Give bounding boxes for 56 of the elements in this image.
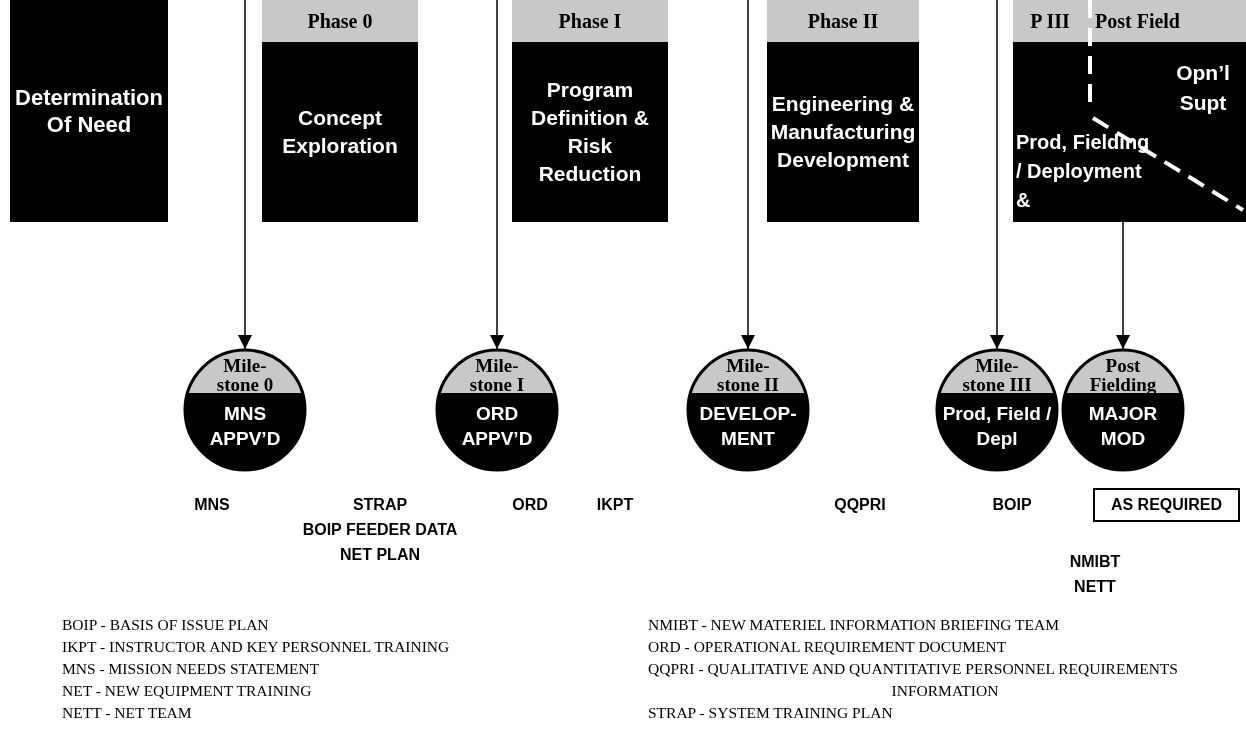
milestone-circle — [686, 348, 810, 472]
milestone-label: ORD APPV’D — [460, 402, 534, 451]
abbreviation-label: NET PLAN — [340, 546, 420, 564]
arrow — [238, 0, 252, 350]
glossary-entry: ORD - OPERATIONAL REQUIREMENT DOCUMENT — [648, 637, 1008, 657]
abbreviation-label: NETT — [1074, 578, 1116, 596]
glossary-entry: MNS - MISSION NEEDS STATEMENT — [62, 659, 320, 679]
note-label: AS REQUIRED — [1109, 495, 1224, 515]
abbreviation-label: STRAP — [352, 496, 408, 514]
arrow — [990, 0, 1004, 350]
glossary-entry: STRAP - SYSTEM TRAINING PLAN — [648, 703, 894, 723]
milestone-title: Post Fielding — [1088, 356, 1158, 394]
milestone-title: Mile- stone III — [961, 356, 1033, 394]
milestone-label: MNS APPV’D — [208, 402, 282, 451]
glossary-entry: QQPRI - QUALITATIVE AND QUANTITATIVE PERSONNEL REQUIREMENTS INFORMATION — [648, 659, 1179, 701]
glossary-entry: NET - NEW EQUIPMENT TRAINING — [62, 681, 312, 701]
milestone-title: Mile- stone I — [468, 356, 526, 394]
box-label: Concept Exploration — [281, 105, 399, 159]
arrow — [1116, 221, 1130, 350]
phase-header: Post Field — [1095, 8, 1181, 34]
process-box — [10, 0, 168, 222]
milestone-title: Mile- stone 0 — [215, 356, 275, 394]
box-label: Opn’l Supt — [1175, 60, 1231, 116]
abbreviation-label: IKPT — [596, 496, 634, 514]
abbreviation-label: BOIP FEEDER DATA — [302, 521, 458, 539]
milestone-circle — [183, 348, 307, 472]
box-label: Program Definition & Risk Reduction — [530, 77, 650, 187]
milestone-circle — [935, 348, 1059, 472]
arrow — [490, 0, 504, 350]
milestone-label: Prod, Field / Depl — [941, 402, 1053, 451]
glossary-entry: BOIP - BASIS OF ISSUE PLAN — [62, 615, 269, 635]
abbreviation-label: NMIBT — [1069, 553, 1121, 571]
phase-box — [262, 0, 418, 222]
phase-header: Phase I — [512, 0, 668, 42]
box-label: Determination Of Need — [14, 84, 164, 139]
abbreviation-label: QQPRI — [834, 496, 886, 514]
phase-header: P III — [1029, 8, 1071, 34]
phase-box — [1013, 0, 1246, 222]
phase-box — [512, 0, 668, 222]
abbreviation-label: BOIP — [992, 496, 1032, 514]
glossary-entry: NETT - NET TEAM — [62, 703, 192, 723]
phase-box — [767, 0, 919, 222]
note-box — [1093, 488, 1240, 522]
phase-header: Phase 0 — [262, 0, 418, 42]
abbreviation-label: MNS — [194, 496, 230, 514]
abbreviation-label: ORD — [512, 496, 548, 514]
milestone-circle — [435, 348, 559, 472]
glossary-entry: IKPT - INSTRUCTOR AND KEY PERSONNEL TRAINING — [62, 637, 450, 657]
arrow — [741, 0, 755, 350]
milestone-label: DEVELOP- MENT — [698, 402, 798, 451]
milestone-title: Mile- stone II — [716, 356, 780, 394]
glossary-entry: NMIBT - NEW MATERIEL INFORMATION BRIEFING TEAM — [648, 615, 1061, 635]
milestone-label: MAJOR MOD — [1087, 402, 1159, 451]
phase-header: Phase II — [767, 0, 919, 42]
box-label: Engineering & Manufacturing Development — [769, 91, 917, 173]
milestone-circle — [1061, 348, 1185, 472]
